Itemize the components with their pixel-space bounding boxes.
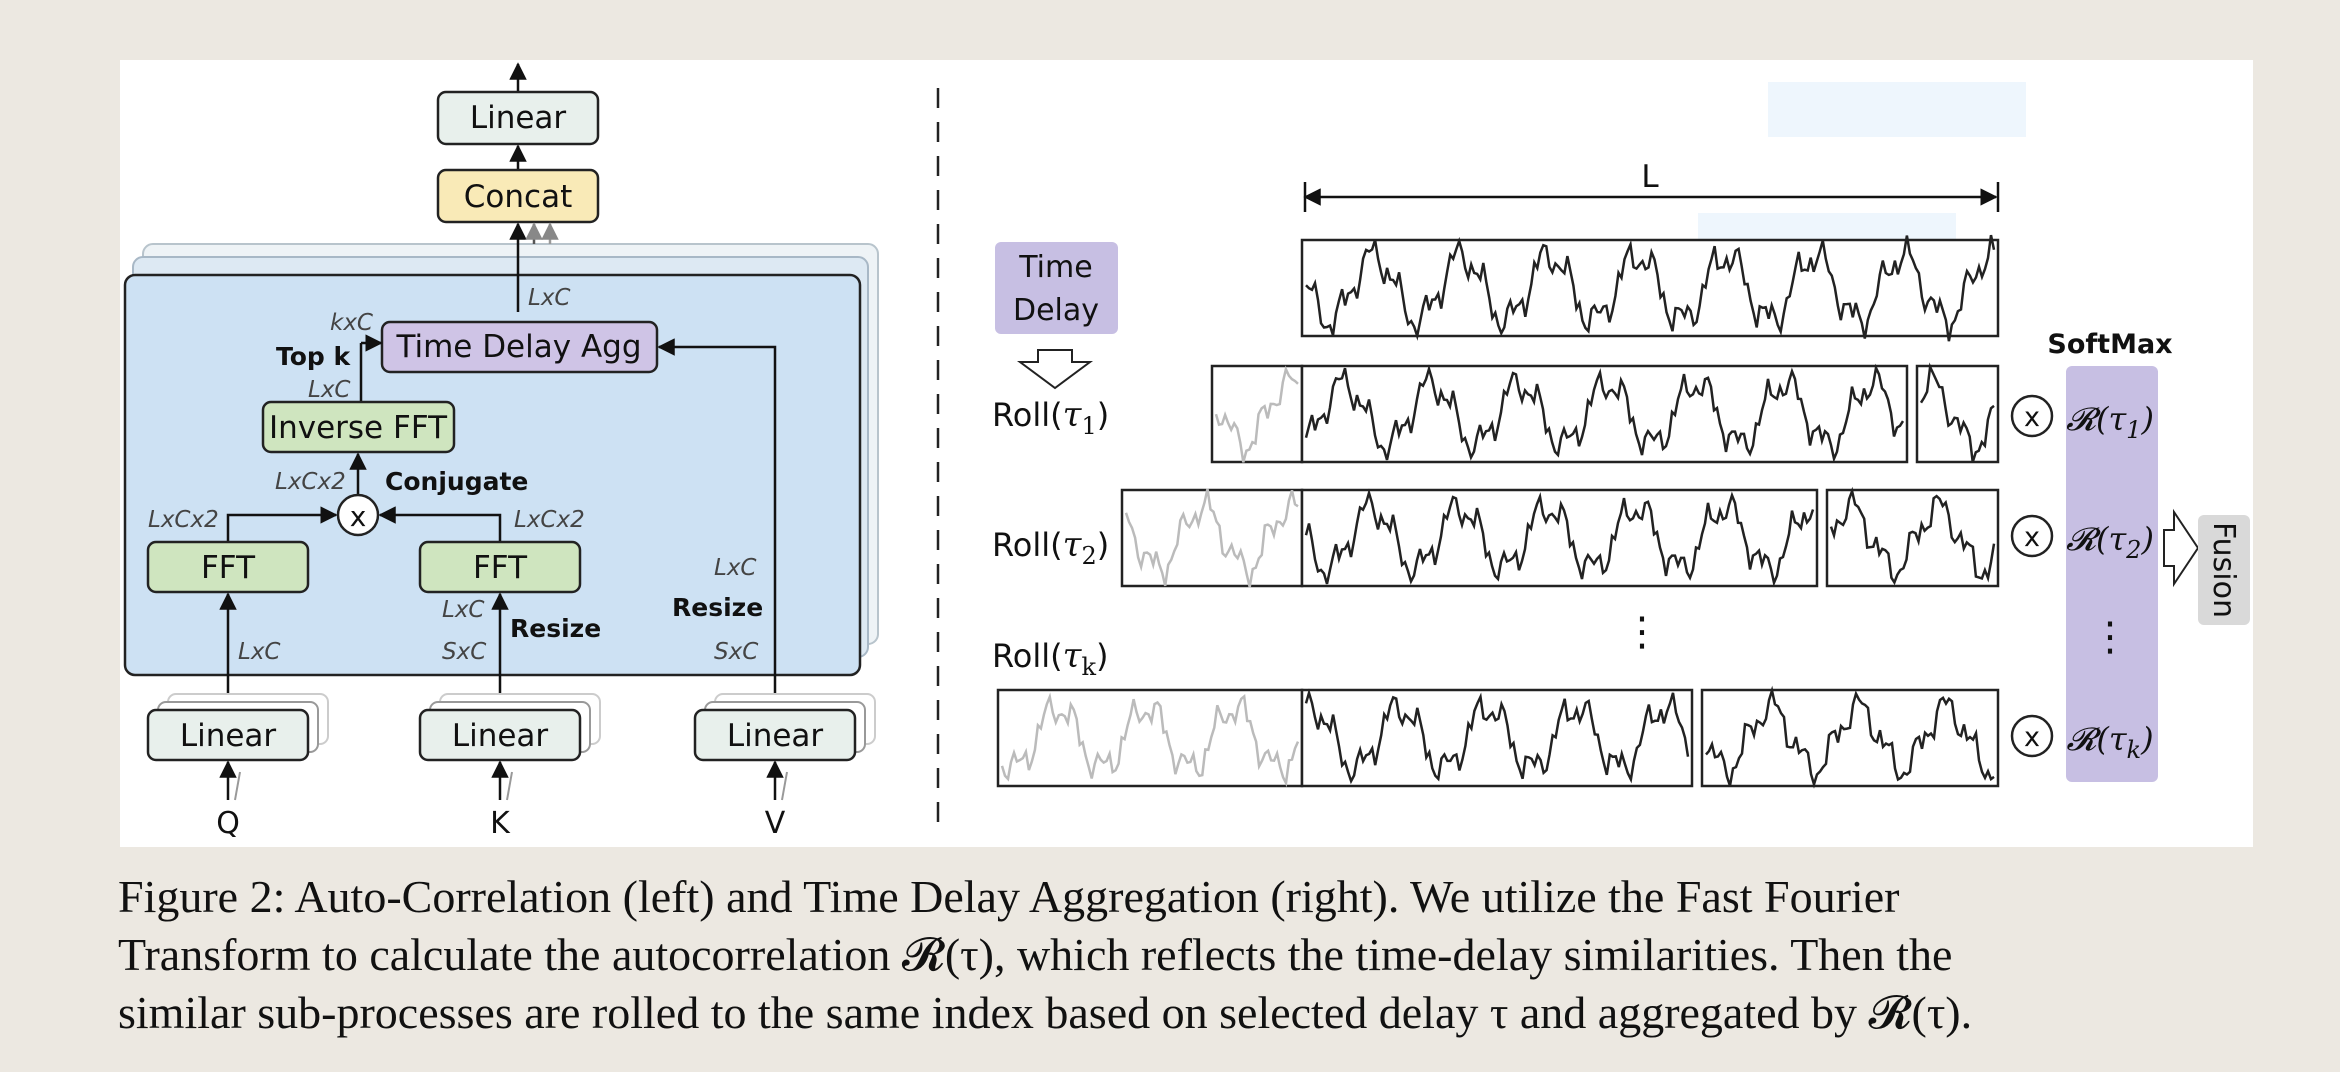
r-tau-2: 𝓡(τ2) <box>2066 520 2154 564</box>
softmax-ellipsis: ⋮ <box>2090 614 2130 660</box>
dim-v-in: SxC <box>714 639 758 665</box>
figure-panel: Linear Concat LxC Time Delay Agg kxC Top… <box>120 60 2253 847</box>
roll2-tail-box <box>1825 488 2000 588</box>
multiply-symbol: x <box>350 500 367 533</box>
concat-label: Concat <box>464 179 572 215</box>
caption-line-2: Transform to calculate the autocorrelati… <box>118 929 1953 980</box>
time-delay-aggregation-block: L Time Delay Roll(τ1) Roll(τ2) Roll(τk) … <box>992 82 2250 789</box>
roll1-tail-box <box>1915 364 2000 464</box>
roll2-shifted-box <box>1120 488 1304 588</box>
input-q: Q <box>216 806 240 841</box>
length-label: L <box>1641 159 1659 195</box>
auto-correlation-block: Linear Concat LxC Time Delay Agg kxC Top… <box>123 62 879 841</box>
linear-q-box <box>146 708 310 762</box>
rollk-tail-wave <box>1705 685 1995 789</box>
linear-k-label: Linear <box>452 718 549 754</box>
time-delay-line2: Delay <box>1013 293 1099 328</box>
dim-q-in: LxC <box>238 639 281 665</box>
rollk-tail-box <box>1700 688 2000 788</box>
dim-fft-q-out: LxCx2 <box>148 507 219 533</box>
resize-label-k: Resize <box>510 614 601 643</box>
input-v: V <box>765 806 786 841</box>
rollk-main-box <box>1300 688 1694 788</box>
fusion-box <box>2198 515 2250 625</box>
linear-k-stack: Linear <box>418 693 601 762</box>
inverse-fft-box <box>261 400 456 454</box>
linear-k-box <box>418 708 582 762</box>
svg-text:x: x <box>2024 402 2040 433</box>
dim-resize-v-out: LxC <box>714 555 757 581</box>
roll1-tail-wave <box>1919 362 1995 463</box>
series-waves <box>996 234 2000 789</box>
time-delay-agg-label: Time Delay Agg <box>395 329 641 365</box>
roll-1-label: Roll(τ1) <box>992 395 1109 440</box>
highlight-artifact <box>1768 82 2026 137</box>
top-k-label: Top k <box>276 342 352 371</box>
linear-output-box <box>436 90 600 146</box>
rollk-shifted-box <box>996 688 1304 788</box>
softmax-column <box>2066 366 2158 782</box>
multiply-node <box>336 493 380 537</box>
roll2-main-wave <box>1304 488 1815 587</box>
roll1-main-wave <box>1304 363 1905 463</box>
multiply-node-2: x <box>2010 514 2054 558</box>
rollk-shifted-wave <box>1000 692 1300 788</box>
linear-output-label: Linear <box>470 100 567 136</box>
dim-resize-k-out: LxC <box>442 597 485 623</box>
svg-text:x: x <box>2024 522 2040 553</box>
multiply-node-1: x <box>2010 394 2054 438</box>
fft-q-label: FFT <box>201 550 256 586</box>
time-delay-line1: Time <box>1018 250 1092 285</box>
series-original-wave <box>1305 234 1996 342</box>
dim-ifft-in: LxCx2 <box>275 469 346 495</box>
linear-q-stack: Linear <box>146 693 329 762</box>
roll1-shifted-wave <box>1214 365 1299 463</box>
linear-v-label: Linear <box>727 718 824 754</box>
dim-ifft-out: LxC <box>308 377 351 403</box>
figure-caption: Figure 2: Auto-Correlation (left) and Ti… <box>118 868 2258 1042</box>
fft-box-k <box>418 540 582 594</box>
roll-2-label: Roll(τ2) <box>992 525 1109 570</box>
input-k: K <box>490 806 511 841</box>
fft-box-q <box>146 540 310 594</box>
dim-fft-k-out: LxCx2 <box>514 507 585 533</box>
svg-text:x: x <box>2024 722 2040 753</box>
linear-q-label: Linear <box>180 718 277 754</box>
roll1-main-box <box>1300 364 1909 464</box>
conjugate-label: Conjugate <box>385 467 528 496</box>
dim-topk: kxC <box>330 310 373 336</box>
time-delay-box <box>995 242 1118 334</box>
inverse-fft-label: Inverse FFT <box>269 410 448 446</box>
linear-v-stack: Linear <box>693 693 876 762</box>
linear-v-box <box>693 708 857 762</box>
caption-line-1: Figure 2: Auto-Correlation (left) and Ti… <box>118 871 1900 922</box>
multiply-node-k: x <box>2010 714 2054 758</box>
roll2-shifted-wave <box>1124 488 1299 588</box>
roll2-tail-wave <box>1829 486 1996 586</box>
rollk-main-wave <box>1304 688 1690 785</box>
r-tau-k: 𝓡(τk) <box>2066 720 2153 764</box>
time-delay-down-arrow <box>1016 349 1094 390</box>
fusion-label: Fusion <box>2206 522 2241 618</box>
r-tau-1: 𝓡(τ1) <box>2066 400 2154 444</box>
fft-k-label: FFT <box>473 550 528 586</box>
roll1-shifted-box <box>1210 364 1304 464</box>
figure-diagram: Linear Concat LxC Time Delay Agg kxC Top… <box>123 62 2250 841</box>
series-ellipsis: ⋮ <box>1622 609 1662 655</box>
caption-line-3: similar sub-processes are rolled to the … <box>118 987 1973 1038</box>
concat-box <box>436 168 600 224</box>
softmax-label: SoftMax <box>2047 329 2172 360</box>
roll-k-label: Roll(τk) <box>992 636 1108 681</box>
roll2-main-box <box>1300 488 1819 588</box>
dim-k-in: SxC <box>442 639 486 665</box>
resize-label-v: Resize <box>672 593 763 622</box>
fusion-arrow <box>2163 508 2200 588</box>
dim-agg-out: LxC <box>528 285 571 311</box>
